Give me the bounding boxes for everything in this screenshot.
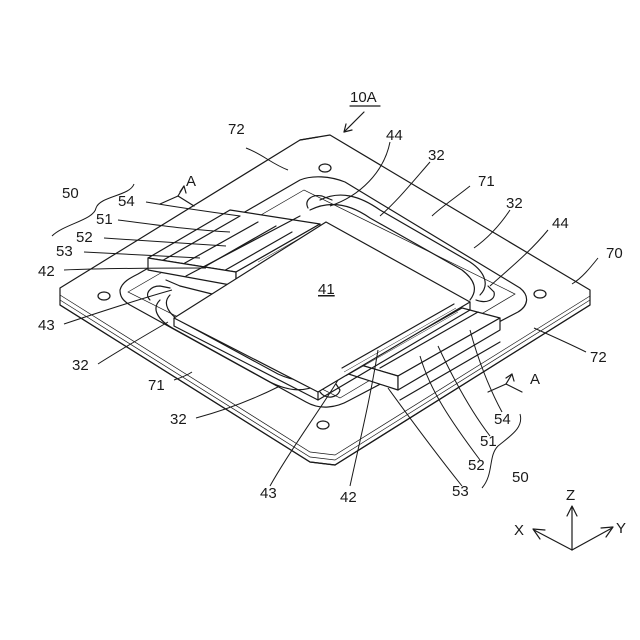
- callout-71-top: 71: [478, 173, 495, 190]
- axis-label-z: Z: [566, 487, 575, 504]
- callout-50-left: 50: [62, 185, 79, 202]
- section-label-left: A: [186, 173, 196, 190]
- callout-32-left: 32: [72, 357, 89, 374]
- callout-53-right: 53: [452, 483, 469, 500]
- callout-54-right: 54: [494, 411, 511, 428]
- callout-32-topright: 32: [506, 195, 523, 212]
- callout-32-top: 32: [428, 147, 445, 164]
- axis-indicator: [533, 506, 613, 550]
- section-label-right: A: [530, 371, 540, 388]
- axis-label-x: X: [514, 522, 524, 539]
- reference-pointer-10A: [344, 106, 380, 132]
- axis-label-y: Y: [616, 520, 626, 537]
- callout-42-bottom: 42: [340, 489, 357, 506]
- callout-71-bottom: 71: [148, 377, 165, 394]
- callout-72-top: 72: [228, 121, 245, 138]
- callout-70: 70: [606, 245, 623, 262]
- callout-52-left: 52: [76, 229, 93, 246]
- callout-54-left: 54: [118, 193, 135, 210]
- callout-44-top: 44: [386, 127, 403, 144]
- callout-50-right: 50: [512, 469, 529, 486]
- callout-51-right: 51: [480, 433, 497, 450]
- center-label-41: 41: [318, 281, 335, 298]
- section-arrow-right: [488, 374, 522, 392]
- callout-52-right: 52: [468, 457, 485, 474]
- callout-72-right: 72: [590, 349, 607, 366]
- callout-53-left: 53: [56, 243, 73, 260]
- callout-32-bottom: 32: [170, 411, 187, 428]
- callout-51-left: 51: [96, 211, 113, 228]
- callout-43-bottom: 43: [260, 485, 277, 502]
- callout-44-right: 44: [552, 215, 569, 232]
- callout-43-left: 43: [38, 317, 55, 334]
- callout-42-left: 42: [38, 263, 55, 280]
- figure-title: 10A: [350, 89, 377, 106]
